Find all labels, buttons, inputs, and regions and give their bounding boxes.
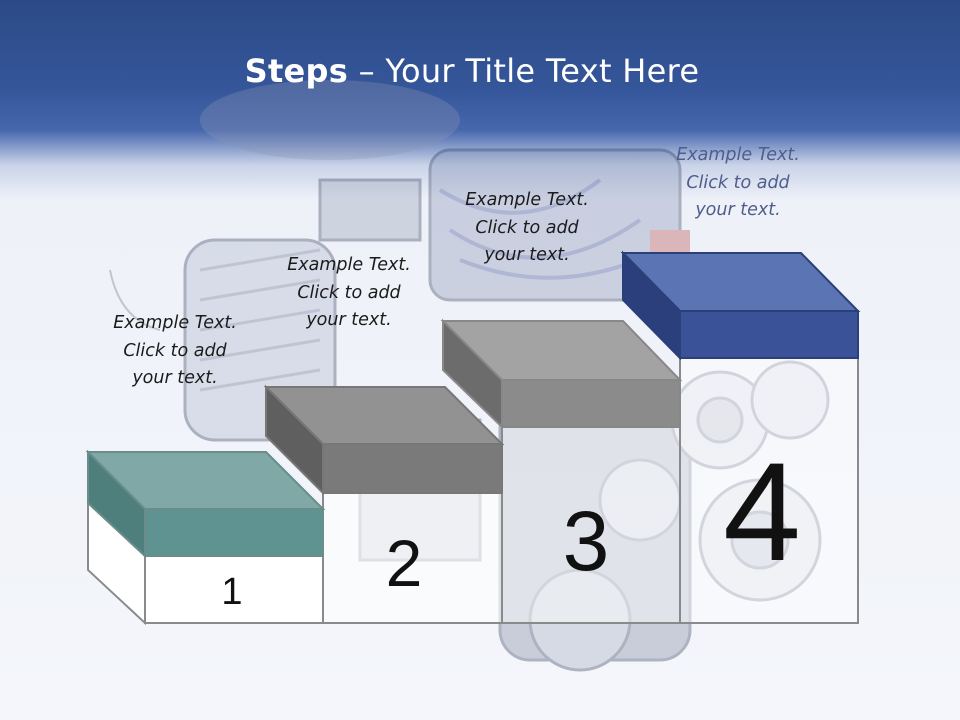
slide-title-bold: Steps <box>244 52 349 90</box>
step-3-caption[interactable]: Example Text. Click to add your text. <box>447 187 607 270</box>
step-4-block-front <box>679 310 859 359</box>
step-1-number: 1 <box>221 571 242 613</box>
step-1-caption[interactable]: Example Text. Click to add your text. <box>95 310 255 393</box>
caption-line: Click to add <box>475 217 579 238</box>
step-3-number: 3 <box>563 494 610 588</box>
caption-line: Example Text. <box>676 145 800 165</box>
slide-title[interactable]: Steps – Your Title Text Here <box>0 52 944 90</box>
caption-line: your text. <box>695 200 781 220</box>
step-1-block-front <box>144 508 324 557</box>
step-2-number: 2 <box>386 526 423 600</box>
step-3-body <box>501 426 681 624</box>
step-2-block-front <box>322 443 503 494</box>
step-2-caption[interactable]: Example Text. Click to add your text. <box>269 252 429 335</box>
caption-line: Example Text. <box>465 190 589 210</box>
step-4-caption[interactable]: Example Text. Click to add your text. <box>658 142 818 225</box>
caption-line: your text. <box>306 310 392 330</box>
caption-line: Click to add <box>686 172 790 193</box>
caption-line: Example Text. <box>113 313 237 333</box>
caption-line: Example Text. <box>287 255 411 275</box>
step-3-block-front <box>501 379 681 428</box>
caption-line: Click to add <box>123 340 227 361</box>
caption-line: your text. <box>484 245 570 265</box>
slide-title-rest: – Your Title Text Here <box>348 52 700 90</box>
step-4-number: 4 <box>723 433 801 590</box>
caption-line: your text. <box>132 368 218 388</box>
caption-line: Click to add <box>297 282 401 303</box>
step-4-body <box>679 357 859 624</box>
